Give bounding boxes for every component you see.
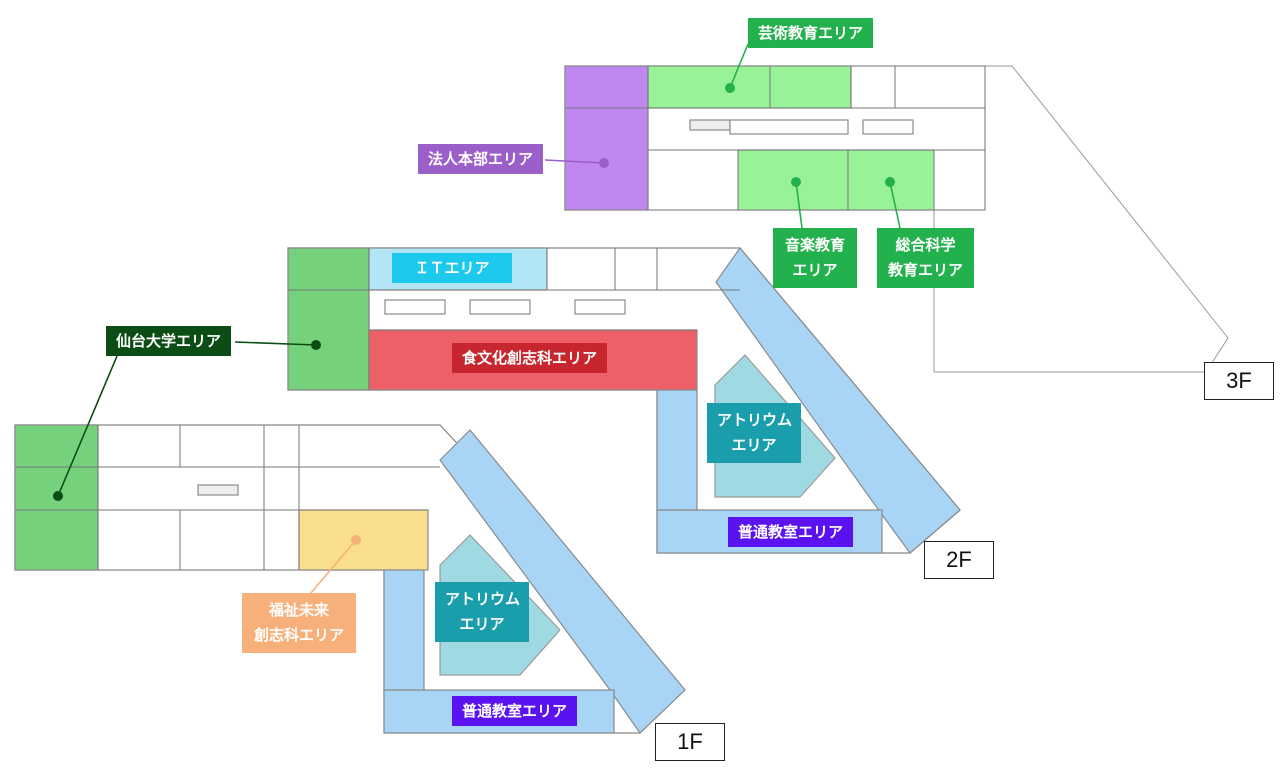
label-geijutsu[interactable]: 芸術教育エリア — [748, 18, 874, 48]
label-ongaku-line2: エリア — [792, 261, 838, 279]
void-3f-b — [862, 119, 914, 135]
label-hojin[interactable]: 法人本部エリア — [418, 144, 544, 174]
label-atrium-1f[interactable]: アトリウム エリア — [435, 582, 529, 642]
zone-geijutsu — [647, 65, 852, 109]
zone-futsu-2f-left — [656, 389, 698, 511]
label-fukushi-line2: 創志科エリア — [253, 626, 344, 644]
label-futsu-1f[interactable]: 普通教室エリア — [452, 696, 578, 726]
zone-futsu-1f-left — [383, 569, 425, 691]
label-sendai[interactable]: 仙台大学エリア — [106, 326, 232, 356]
marker-dots — [53, 83, 895, 545]
label-fukushi-line1: 福祉未来 — [268, 601, 329, 619]
label-ongaku-line1: 音楽教育 — [784, 236, 845, 254]
stair-1f — [197, 484, 239, 496]
label-atrium-2f-line1: アトリウム — [717, 411, 793, 429]
stair-2f-c — [574, 299, 626, 315]
label-sogo-line2: 教育エリア — [887, 261, 963, 279]
label-sogo[interactable]: 総合科学 教育エリア — [877, 228, 974, 288]
label-futsu-2f[interactable]: 普通教室エリア — [728, 517, 854, 547]
stair-2f-b — [469, 299, 531, 315]
stair-2f — [384, 299, 446, 315]
floor-label-2f: 2F — [924, 541, 994, 579]
label-atrium-1f-line1: アトリウム — [445, 590, 521, 608]
label-ongaku[interactable]: 音楽教育 エリア — [773, 228, 857, 288]
label-atrium-2f[interactable]: アトリウム エリア — [707, 403, 801, 463]
zone-fukushi — [298, 509, 429, 571]
stair-3f — [689, 119, 731, 131]
void-3f — [729, 119, 849, 135]
interior-walls — [15, 66, 985, 570]
label-it[interactable]: ＩＴエリア — [392, 253, 512, 283]
zone-hojin — [564, 65, 649, 211]
zone-sendai-2f — [287, 247, 370, 391]
label-sogo-line1: 総合科学 — [895, 236, 956, 254]
label-atrium-2f-line2: エリア — [731, 436, 777, 454]
label-atrium-1f-line2: エリア — [459, 615, 505, 633]
zone-futsu-2f-wing — [715, 247, 961, 554]
floor-label-3f: 3F — [1204, 362, 1274, 400]
label-fukushi[interactable]: 福祉未来 創志科エリア — [242, 593, 356, 653]
floor-label-1f: 1F — [655, 723, 725, 761]
leader-lines — [57, 43, 901, 595]
label-shoku[interactable]: 食文化創志科エリア — [452, 343, 608, 373]
zone-futsu-1f-wing — [439, 429, 686, 734]
